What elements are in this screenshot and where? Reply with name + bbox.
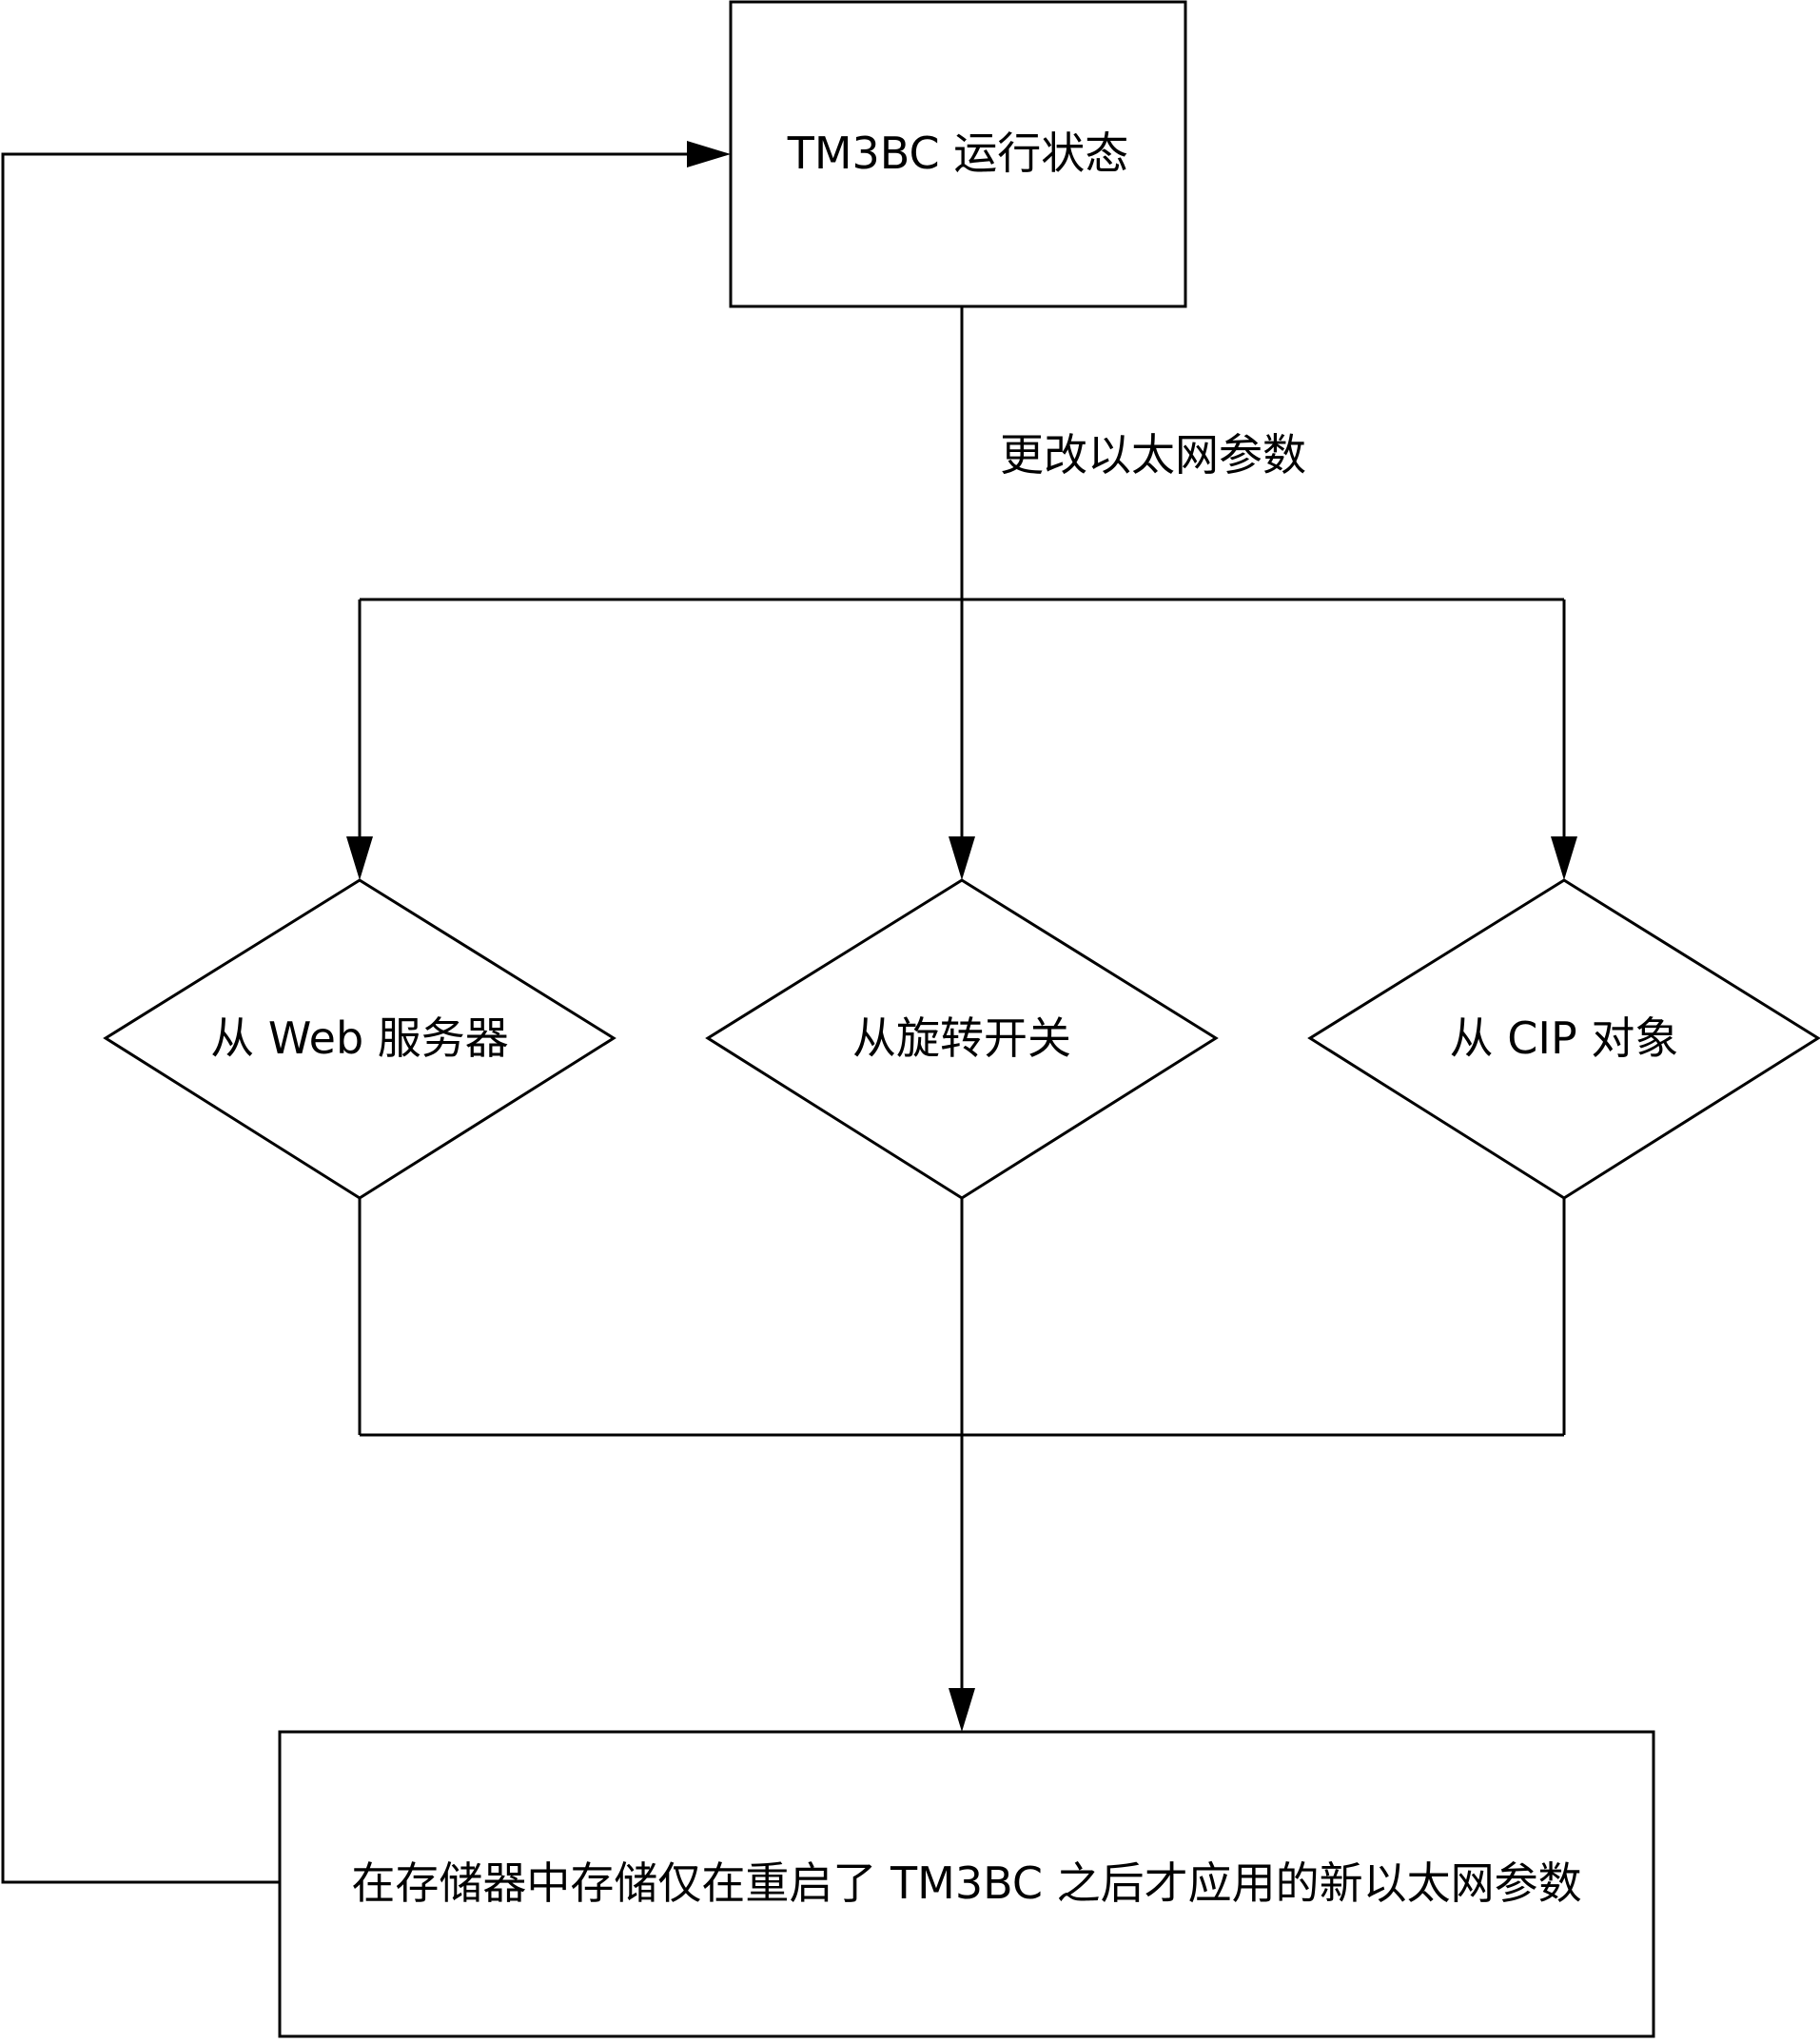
node-store-params-box: [278, 1730, 1655, 2038]
arrowhead-to-store-params: [949, 1688, 975, 1732]
arrowhead-to-rotary-switch: [949, 836, 975, 880]
node-from-web-server-label: 从 Web 服务器: [210, 1012, 509, 1064]
arrowhead-to-web-server: [346, 836, 373, 880]
edge-label-change-ethernet-params: 更改以太网参数: [1000, 429, 1306, 481]
node-store-params-label: 在存储器中存储仅在重启了 TM3BC 之后才应用的新以太网参数: [351, 1857, 1582, 1909]
arrowhead-to-cip-object: [1551, 836, 1577, 880]
edge-feedback-loop: [1, 152, 687, 1884]
node-from-cip-object-label: 从 CIP 对象: [1449, 1012, 1679, 1064]
arrowhead-to-running-state: [687, 141, 731, 167]
node-running-state-label: TM3BC 运行状态: [787, 128, 1129, 179]
node-from-rotary-switch-label: 从旋转开关: [852, 1012, 1071, 1064]
